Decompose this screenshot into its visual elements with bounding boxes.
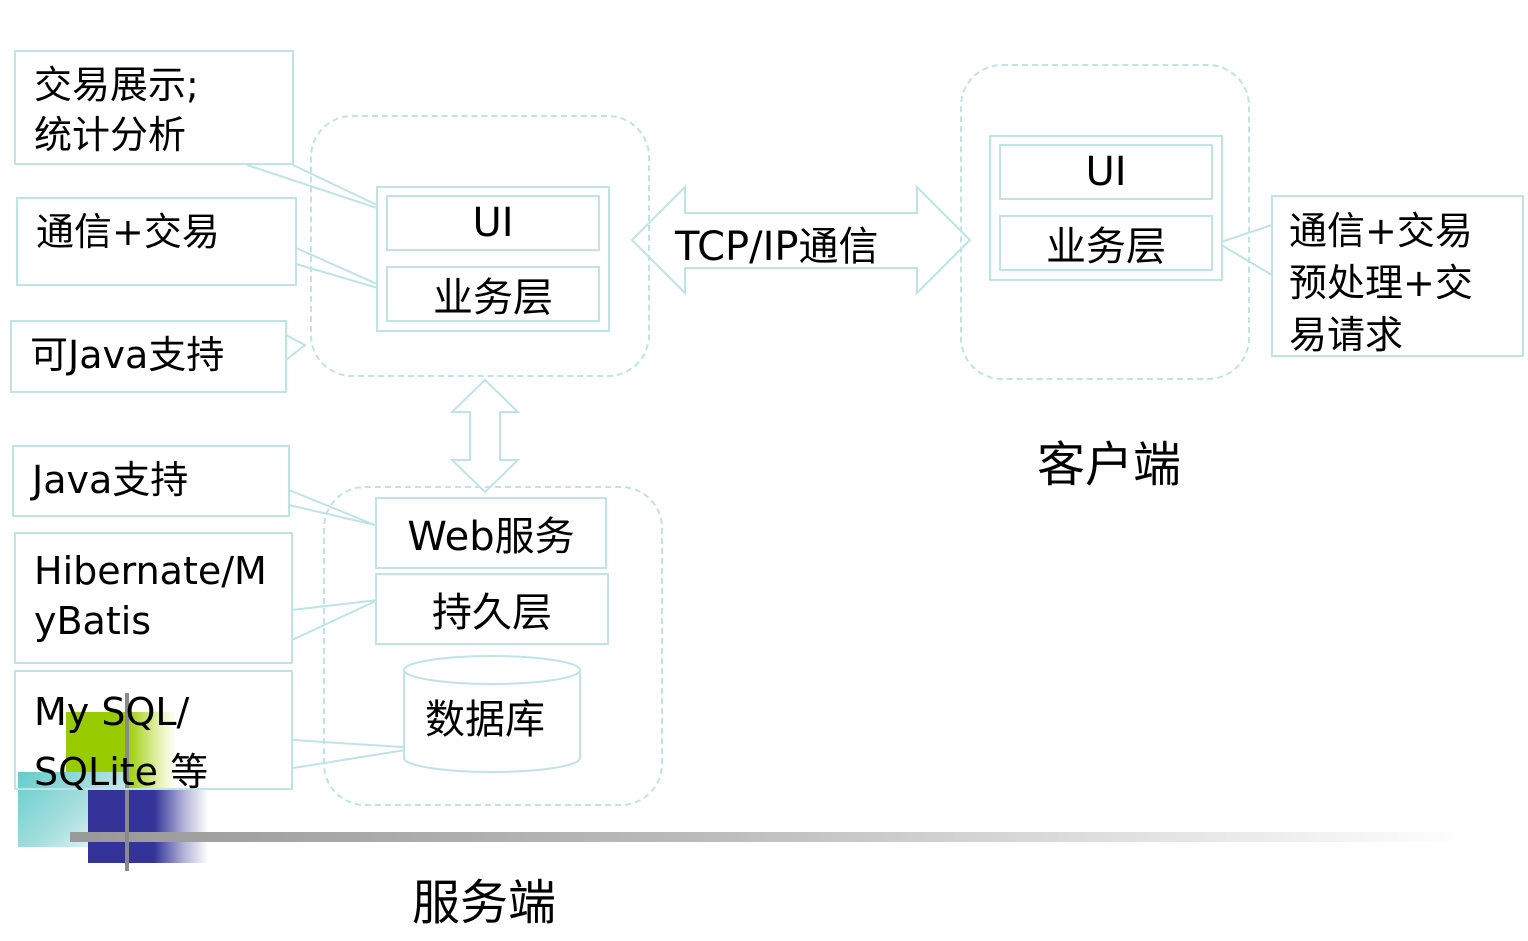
client-business-layer: 业务层 bbox=[999, 215, 1213, 271]
tcp-double-arrow bbox=[630, 184, 972, 296]
database-label: 数据库 bbox=[425, 697, 545, 743]
server-ui-layer: UI bbox=[386, 195, 600, 251]
callout-java-support: Java支持 bbox=[12, 445, 290, 517]
deco-vertical-bar bbox=[125, 693, 129, 871]
pointer-java-optional bbox=[285, 334, 307, 361]
callout-server-comm: 通信+交易 bbox=[16, 197, 297, 286]
deco-horizontal-bar bbox=[70, 832, 1470, 842]
web-service-layer: Web服务 bbox=[375, 497, 607, 569]
callout-java-optional: 可Java支持 bbox=[10, 320, 287, 393]
callout-orm: Hibernate/M yBatis bbox=[14, 532, 293, 664]
vertical-double-arrow bbox=[449, 378, 521, 494]
client-group bbox=[960, 64, 1250, 380]
server-caption: 服务端 bbox=[412, 875, 557, 931]
client-ui-layer: UI bbox=[999, 144, 1213, 200]
client-caption: 客户端 bbox=[1037, 437, 1182, 493]
server-business-layer: 业务层 bbox=[386, 266, 600, 322]
callout-client-comm: 通信+交易 预处理+交 易请求 bbox=[1271, 195, 1524, 357]
server-app-group bbox=[310, 115, 650, 377]
server-backend-group bbox=[323, 486, 663, 806]
database-cylinder bbox=[403, 655, 581, 773]
callout-db-options: My SQL/ SQLite 等 bbox=[14, 670, 293, 794]
callout-trade-display: 交易展示; 统计分析 bbox=[14, 50, 294, 165]
tcp-ip-label: TCP/IP通信 bbox=[675, 224, 879, 270]
deco-blue-square bbox=[88, 788, 208, 863]
persistence-layer: 持久层 bbox=[375, 573, 609, 645]
